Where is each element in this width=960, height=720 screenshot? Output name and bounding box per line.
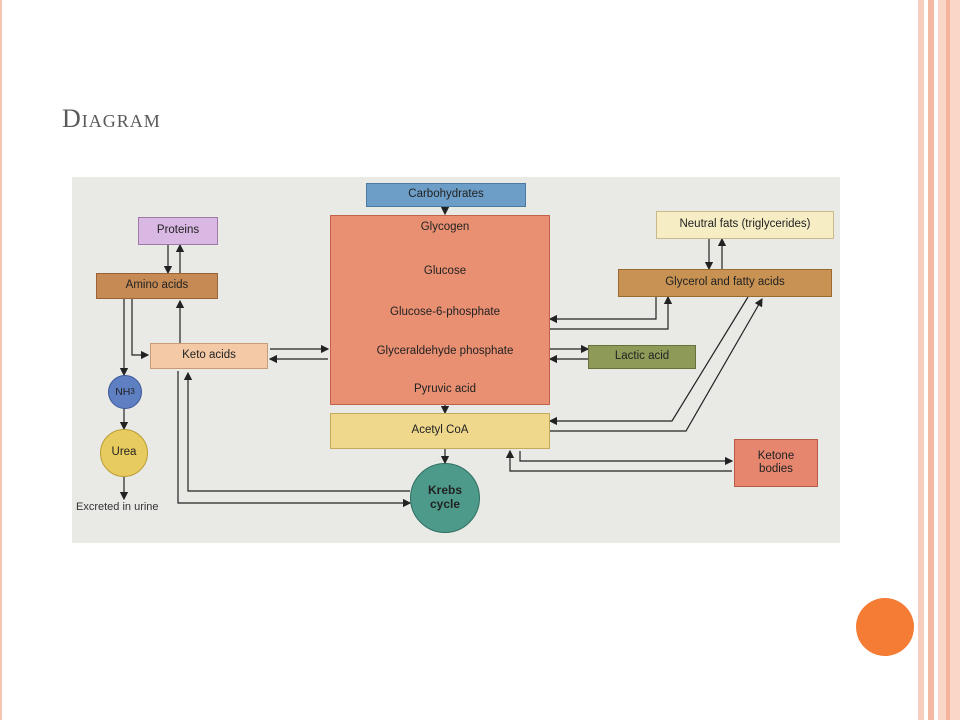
krebs-cycle-node: Krebs cycle [410,463,480,533]
urea-node: Urea [100,429,148,477]
glycerol-fatty-acids-box: Glycerol and fatty acids [618,269,832,297]
krebs-label-line1: Krebs [427,483,462,498]
left-edge-line [0,0,2,720]
nh3-subscript: 3 [130,387,135,397]
ketone-label-line1: Ketone [757,449,795,462]
right-edge-stripe-1 [918,0,924,720]
carbohydrate-pathway-box [330,215,550,405]
keto-acids-box: Keto acids [150,343,268,369]
krebs-label-line2: cycle [429,497,461,511]
nh3-label: NH [115,385,131,398]
glucose-label: Glucose [423,265,467,277]
glyceraldehyde-phosphate-label: Glyceraldehyde phosphate [376,345,514,357]
slide-title: Diagram [62,104,161,133]
excreted-in-urine-label: Excreted in urine [76,501,159,513]
glycogen-label: Glycogen [420,221,470,233]
neutral-fats-box: Neutral fats (triglycerides) [656,211,834,239]
right-edge-stripe-4 [946,0,950,720]
proteins-box: Proteins [138,217,218,245]
ketone-label-line2: bodies [759,463,793,475]
decorative-orange-dot [856,598,914,656]
right-edge-stripe-2 [928,0,934,720]
metabolism-diagram: Carbohydrates Proteins Amino acids Keto … [72,177,840,543]
acetyl-coa-box: Acetyl CoA [330,413,550,449]
carbohydrates-box: Carbohydrates [366,183,526,207]
lactic-acid-box: Lactic acid [588,345,696,369]
amino-acids-box: Amino acids [96,273,218,299]
glucose-6-phosphate-label: Glucose-6-phosphate [390,306,500,318]
ketone-bodies-box: Ketone bodies [734,439,818,487]
pyruvic-acid-label: Pyruvic acid [414,383,476,395]
